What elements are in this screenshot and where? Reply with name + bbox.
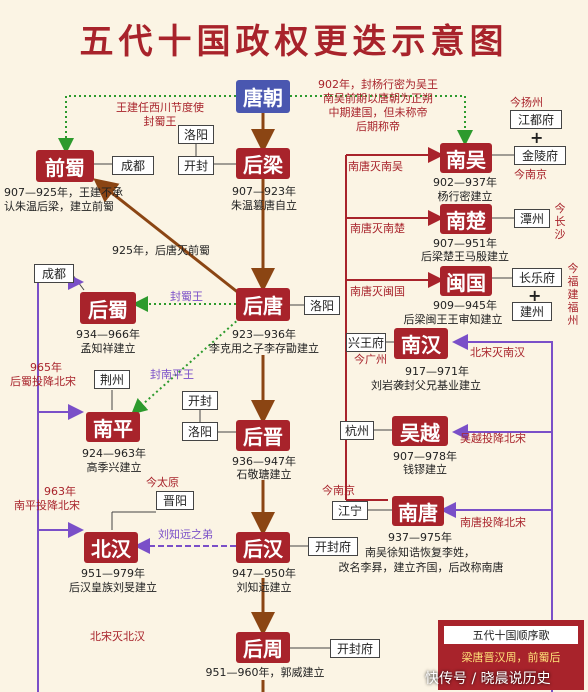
- beihan-years: 951—979年: [81, 567, 145, 580]
- qianshu-note: 认朱温后梁，建立前蜀: [4, 200, 114, 213]
- houliang-old-capital: 洛阳: [178, 125, 214, 144]
- houjin-box: 后晋: [236, 420, 290, 451]
- houliang-years: 907—923年: [232, 185, 296, 198]
- wuyue-capital: 杭州: [340, 421, 374, 440]
- plus-icon: +: [528, 286, 542, 305]
- nanwu-origin-note: 902年，封杨行密为吴王 南吴前期以唐朝为正朔 中期建国，但未称帝 后期称帝: [318, 78, 438, 133]
- nanhan-note: 刘岩袭封父兄基业建立: [371, 379, 481, 392]
- plus-icon: +: [530, 128, 544, 147]
- houhan-note: 刘知远建立: [236, 581, 292, 594]
- houshu-years: 934—966年: [76, 328, 140, 341]
- houtang-capital: 洛阳: [304, 296, 340, 315]
- beihan-capital: 晋阳: [156, 491, 194, 510]
- wuyue-note: 钱镠建立: [403, 463, 447, 476]
- houshu-fall-note: 后蜀投降北宋: [10, 375, 76, 388]
- houshu-link-note: 封蜀王: [170, 290, 203, 303]
- qianshu-box: 前蜀: [36, 150, 94, 182]
- houliang-note: 朱温篡唐自立: [231, 199, 297, 212]
- nanwu-capital1-now: 今扬州: [510, 96, 543, 109]
- houjin-note: 石敬瑭建立: [236, 468, 292, 481]
- legend-text: 梁唐晋汉周，前蜀后: [461, 651, 561, 664]
- nantang-capital: 江宁: [332, 501, 368, 520]
- qianshu-capital: 成都: [112, 156, 154, 175]
- nanwu-box: 南吴: [440, 143, 492, 173]
- houshu-capital: 成都: [34, 264, 74, 283]
- qianshu-years: 907—925年，王建不承: [4, 186, 123, 199]
- nanchu-capital-now: 今长沙: [554, 202, 566, 241]
- houliang-box: 后梁: [236, 148, 290, 179]
- houhan-box: 后汉: [236, 532, 290, 563]
- minguo-capital2: 建州: [512, 302, 552, 321]
- wuyue-years: 907—978年: [393, 450, 457, 463]
- nanwu-note: 杨行密建立: [437, 190, 493, 203]
- wuyue-box: 吴越: [392, 416, 448, 446]
- nantang-note2: 改名李昪，建立齐国，后改称南唐: [338, 561, 504, 574]
- houjin-capital: 洛阳: [182, 422, 218, 441]
- nanping-link-note: 封南平王: [150, 368, 194, 381]
- nanchu-box: 南楚: [440, 204, 492, 234]
- houjin-old-capital: 开封: [182, 391, 218, 410]
- nantang-fall-note: 南唐投降北宋: [460, 516, 526, 529]
- nanping-capital: 荆州: [94, 370, 130, 389]
- houshu-fall-year: 965年: [30, 361, 62, 374]
- nanchu-fall-note: 南唐灭南楚: [350, 222, 405, 235]
- minguo-note: 后梁闽王王审知建立: [403, 313, 503, 326]
- minguo-years: 909—945年: [433, 299, 497, 312]
- nanping-fall-note: 南平投降北宋: [14, 499, 80, 512]
- houtang-box: 后唐: [236, 288, 290, 321]
- legend-heading: 五代十国顺序歌: [444, 626, 578, 644]
- nanwu-fall-note: 南唐灭南吴: [348, 160, 403, 173]
- nanping-note: 高季兴建立: [86, 461, 142, 474]
- nanhan-fall-note: 北宋灭南汉: [470, 346, 525, 359]
- houliang-capital: 开封: [178, 156, 214, 175]
- nanping-box: 南平: [86, 412, 140, 442]
- beihan-box: 北汉: [84, 532, 138, 563]
- minguo-box: 闽国: [440, 266, 492, 296]
- nantang-years: 937—975年: [388, 531, 452, 544]
- beihan-capital-now: 今太原: [146, 476, 179, 489]
- houhan-years: 947—950年: [232, 567, 296, 580]
- nantang-note1: 南吴徐知诰恢复李姓，: [365, 546, 475, 559]
- nanchu-years: 907—951年: [433, 237, 497, 250]
- houshu-note: 孟知祥建立: [80, 342, 136, 355]
- nantang-box: 南唐: [392, 496, 444, 526]
- minguo-capital-now: 今福建福州: [567, 262, 579, 327]
- watermark: 快传号 / 晓晨说历史: [425, 671, 551, 687]
- houtang-years: 923—936年: [232, 328, 296, 341]
- nanwu-years: 902—937年: [433, 176, 497, 189]
- nantang-capital-now: 今南京: [322, 484, 355, 497]
- page-title: 五代十国政权更迭示意图: [79, 22, 509, 62]
- nanhan-capital: 兴王府: [346, 333, 386, 352]
- nanwu-capital1: 江都府: [510, 110, 562, 129]
- nanhan-years: 917—971年: [405, 365, 469, 378]
- minguo-fall-note: 南唐灭闽国: [350, 285, 405, 298]
- beihan-note: 后汉皇族刘旻建立: [69, 581, 157, 594]
- houhan-capital: 开封府: [308, 537, 358, 556]
- houtang-conquest-note: 925年，后唐灭前蜀: [112, 244, 210, 257]
- houtang-note: 李克用之子李存勖建立: [209, 342, 319, 355]
- beihan-link-note: 刘知远之弟: [158, 528, 213, 541]
- legend-box: 五代十国顺序歌 梁唐晋汉周，前蜀后: [438, 620, 584, 690]
- qianshu-link-note: 王建任西川节度使 封蜀王: [116, 101, 204, 128]
- nanchu-capital: 潭州: [514, 209, 550, 228]
- minguo-capital1: 长乐府: [512, 268, 562, 287]
- wuyue-fall-note: 吴越投降北宋: [460, 432, 526, 445]
- nanping-fall-year: 963年: [44, 485, 76, 498]
- nanhan-box: 南汉: [394, 328, 448, 359]
- nanhan-capital-now: 今广州: [354, 353, 387, 366]
- houjin-years: 936—947年: [232, 455, 296, 468]
- nanwu-capital2: 金陵府: [514, 146, 566, 165]
- houzhou-capital: 开封府: [330, 639, 380, 658]
- houzhou-box: 后周: [236, 632, 290, 663]
- beihan-fall-note: 北宋灭北汉: [90, 630, 145, 643]
- houshu-box: 后蜀: [80, 292, 136, 324]
- tang-dynasty-box: 唐朝: [236, 80, 290, 113]
- nanchu-note: 后梁楚王马殷建立: [421, 250, 509, 263]
- nanwu-capital2-now: 今南京: [514, 168, 547, 181]
- houzhou-years: 951—960年，郭威建立: [205, 666, 325, 679]
- nanping-years: 924—963年: [82, 447, 146, 460]
